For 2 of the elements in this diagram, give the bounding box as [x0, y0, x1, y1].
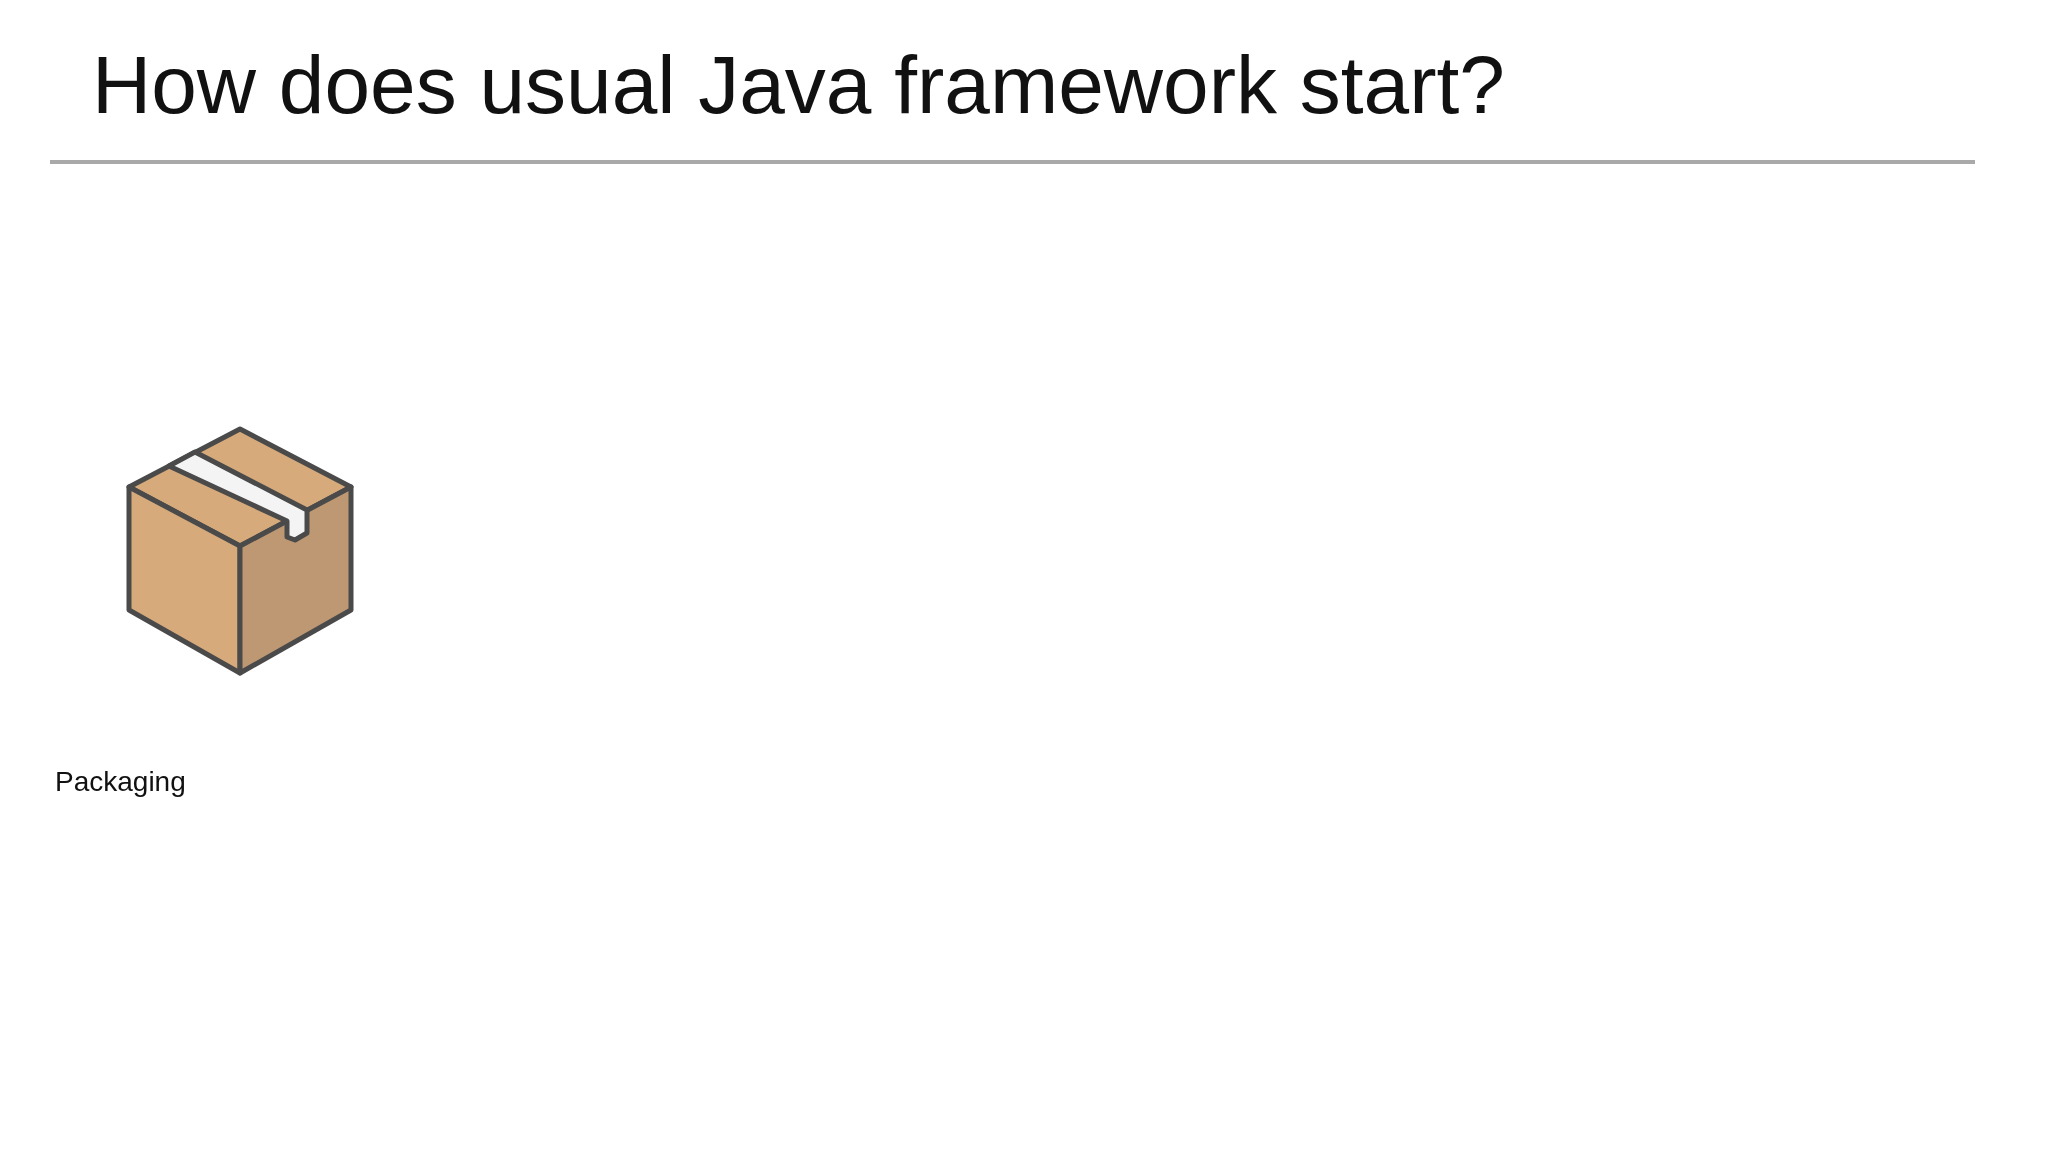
icon-caption: Packaging: [55, 765, 186, 799]
slide-title: How does usual Java framework start?: [92, 38, 1505, 132]
